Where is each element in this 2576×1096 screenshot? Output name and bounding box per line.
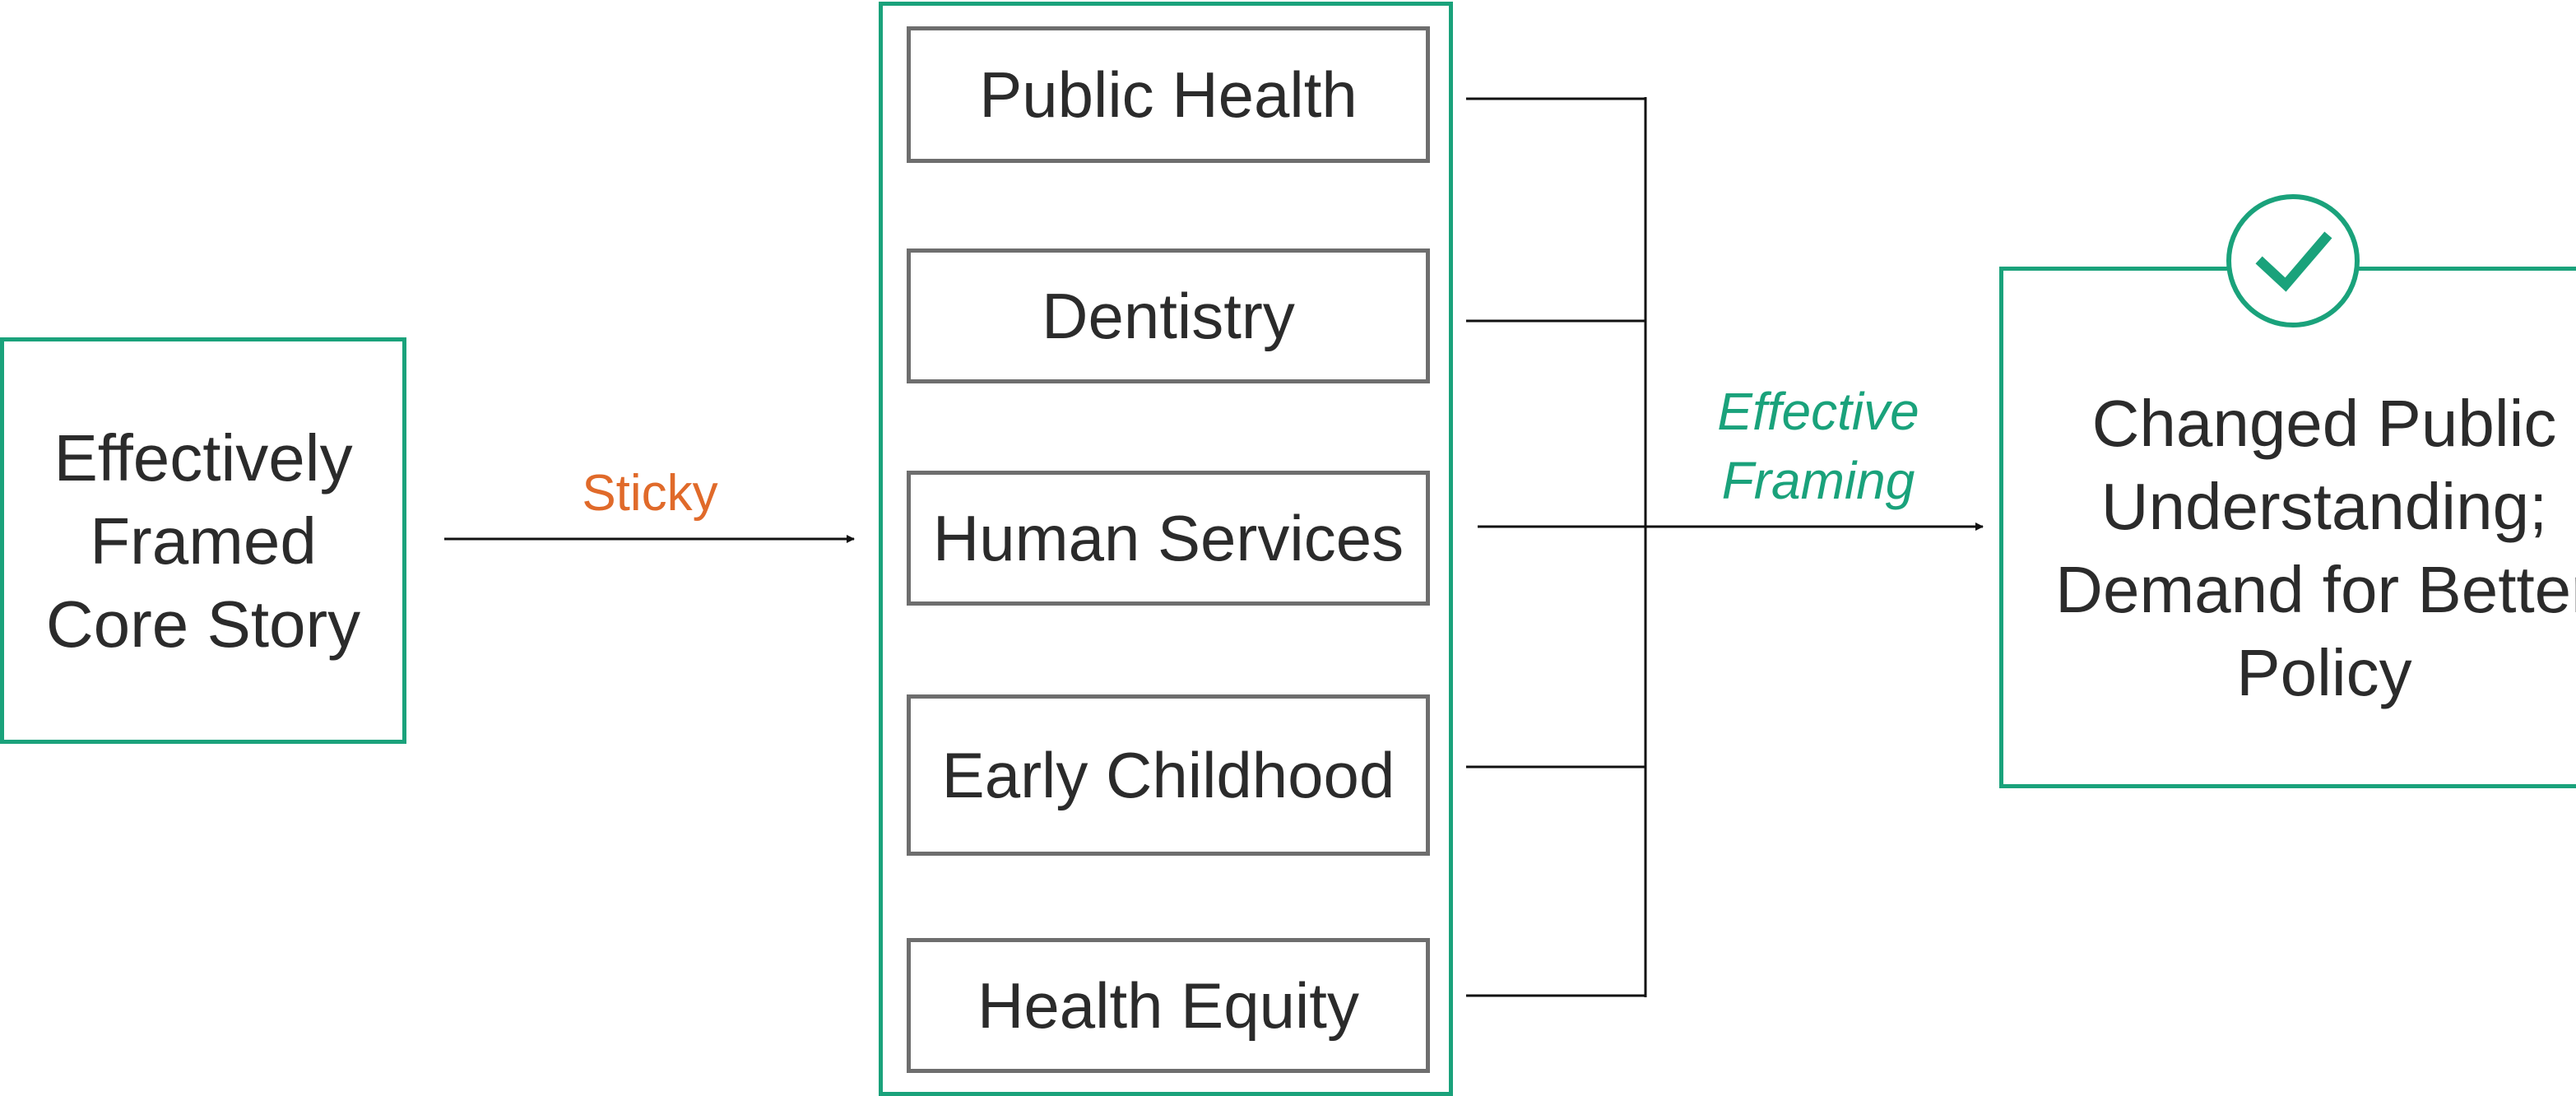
sector-bracket	[1466, 97, 1647, 997]
sticky-label: Sticky	[582, 465, 718, 522]
sector-label: Health Equity	[977, 968, 1359, 1042]
sector-box: Early Childhood	[907, 694, 1430, 856]
sector-box: Dentistry	[907, 248, 1430, 383]
sector-label: Early Childhood	[941, 738, 1395, 811]
sector-box: Human Services	[907, 471, 1430, 606]
sector-box: Health Equity	[907, 938, 1430, 1073]
effective-framing-label: Effective Framing	[1717, 382, 1919, 510]
sector-label: Dentistry	[1042, 279, 1295, 352]
sector-label: Public Health	[979, 58, 1358, 131]
sector-label: Human Services	[932, 501, 1404, 574]
source-box: Effectively Framed Core Story	[0, 337, 406, 744]
checkmark-icon	[2226, 194, 2360, 327]
outcome-text: Changed Public Understanding; Demand for…	[2055, 387, 2576, 709]
outcome-box: Changed Public Understanding; Demand for…	[1999, 267, 2576, 788]
sector-box: Public Health	[907, 26, 1430, 163]
source-text: Effectively Framed Core Story	[45, 420, 361, 661]
